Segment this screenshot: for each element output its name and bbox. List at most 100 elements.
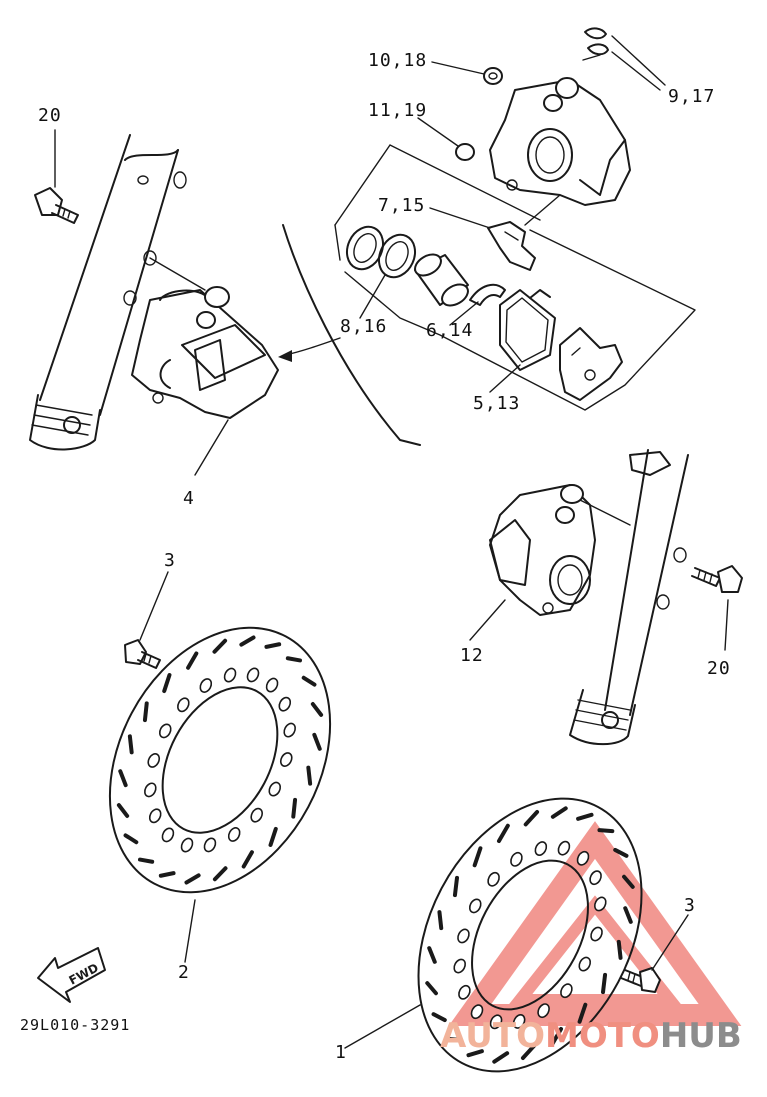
disc-hole: [279, 752, 293, 767]
exploded-group-outline: [334, 144, 696, 411]
disc-hole: [161, 827, 175, 843]
disc-cooling-slot: [241, 850, 254, 869]
disc-cooling-slot: [550, 806, 568, 819]
disc-hole: [250, 807, 263, 823]
bleeder-screw-10-18: [483, 67, 503, 85]
disc-hole: [470, 1004, 484, 1020]
disc-cooling-slot: [437, 910, 444, 931]
disc-hole: [144, 782, 157, 798]
leader-5-13: [489, 364, 521, 393]
disc-cooling-slot: [264, 642, 282, 649]
disc-cooling-slot: [577, 1002, 588, 1024]
callout-2: 2: [178, 962, 190, 983]
callout-3-upper: 3: [164, 550, 176, 571]
disc-hole: [265, 677, 279, 693]
disc-hole: [590, 926, 603, 942]
leader-4: [194, 419, 229, 476]
disc-hole: [457, 928, 470, 944]
bolt-3-lower: [620, 967, 661, 993]
leader-8-16: [359, 274, 386, 319]
pad-shim-6-14: [469, 283, 506, 306]
bolt-20-right: [691, 565, 743, 593]
disc-cooling-slot: [142, 701, 149, 723]
pad-spring-7-15: [487, 221, 536, 271]
disc-cooling-slot: [427, 946, 437, 964]
disc-cooling-slot: [431, 1012, 447, 1023]
disc-hole: [158, 723, 172, 739]
watermark-part-2: MOTO: [544, 1016, 660, 1056]
disc-cooling-slot: [137, 857, 155, 864]
disc-cooling-slot: [312, 732, 322, 751]
disc-hole: [177, 697, 190, 713]
disc-hole: [578, 956, 592, 972]
leader-3-lower: [651, 914, 689, 971]
pointer-arrow-to-left-caliper: [278, 337, 341, 362]
disc-cooling-slot: [601, 972, 608, 995]
callout-1: 1: [335, 1042, 347, 1063]
forward-direction-arrow-icon: FWD: [37, 947, 106, 1003]
disc-cooling-slot: [118, 769, 128, 788]
disc-cooling-slot: [613, 847, 629, 858]
left-caliper-assembly: [131, 257, 279, 419]
disc-cooling-slot: [127, 734, 134, 755]
cap-11-19: [455, 143, 475, 161]
disc-hole: [512, 1014, 526, 1029]
disc-cooling-slot: [158, 871, 176, 878]
disc-cooling-slot: [306, 765, 313, 786]
disc-cooling-slot: [452, 875, 459, 898]
disc-hole: [203, 837, 217, 853]
disc-cooling-slot: [597, 828, 615, 834]
disc-cooling-slot: [301, 675, 317, 687]
disc-cooling-slot: [492, 1051, 510, 1064]
disc-cooling-slot: [622, 874, 635, 889]
disc-cooling-slot: [472, 846, 483, 868]
callout-8-16: 8,16: [340, 316, 388, 337]
right-caliper-assembly: [489, 484, 631, 616]
callout-20-right: 20: [707, 658, 731, 679]
leader-20-right: [724, 599, 729, 651]
disc-hole: [283, 722, 296, 738]
disc-hole: [560, 983, 573, 999]
disc-hole: [557, 840, 571, 856]
brake-disc-2: [108, 626, 332, 894]
leader-1: [344, 1004, 421, 1049]
disc-hole: [148, 808, 162, 824]
leader-11-19: [417, 117, 459, 147]
disc-hole: [223, 667, 237, 683]
disc-hole: [147, 753, 161, 768]
leader-2: [184, 899, 196, 963]
disc-hole: [199, 678, 213, 693]
disc-hole: [453, 958, 467, 974]
disc-cooling-slot: [310, 702, 324, 717]
callout-3-lower: 3: [684, 895, 696, 916]
leader-9-17: [611, 35, 666, 91]
watermark-brand-text: AUTOMOTOHUB: [440, 1016, 742, 1056]
upper-caliper-body: [489, 77, 631, 206]
leader-10-18: [431, 61, 485, 75]
leader-3-upper: [139, 571, 169, 641]
disc-cooling-slot: [425, 981, 438, 996]
callout-6-14: 6,14: [426, 320, 474, 341]
disc-cooling-slot: [445, 1036, 463, 1042]
caliper-piston: [414, 253, 469, 307]
disc-cooling-slot: [186, 651, 199, 670]
callout-7-15: 7,15: [378, 195, 426, 216]
drawing-code: 29L010-3291: [20, 1016, 131, 1034]
bolt-3-upper: [124, 639, 161, 669]
brake-disc-1: [417, 797, 643, 1073]
disc-hole: [510, 851, 523, 867]
watermark-part-3: HUB: [659, 1016, 742, 1056]
callout-5-13: 5,13: [473, 393, 521, 414]
disc-cooling-slot: [520, 1043, 537, 1060]
disc-hole: [489, 1014, 503, 1030]
brake-pad-5-13-outer: [559, 327, 623, 401]
clip-set-9-17: [582, 27, 609, 61]
disc-cooling-slot: [116, 803, 130, 818]
bolt-20-left: [34, 187, 79, 224]
disc-cooling-slot: [550, 1026, 564, 1047]
leader-12: [469, 599, 506, 641]
disc-hole: [468, 898, 482, 914]
brake-pad-5-13-inner: [499, 289, 556, 371]
disc-cooling-slot: [212, 866, 228, 882]
